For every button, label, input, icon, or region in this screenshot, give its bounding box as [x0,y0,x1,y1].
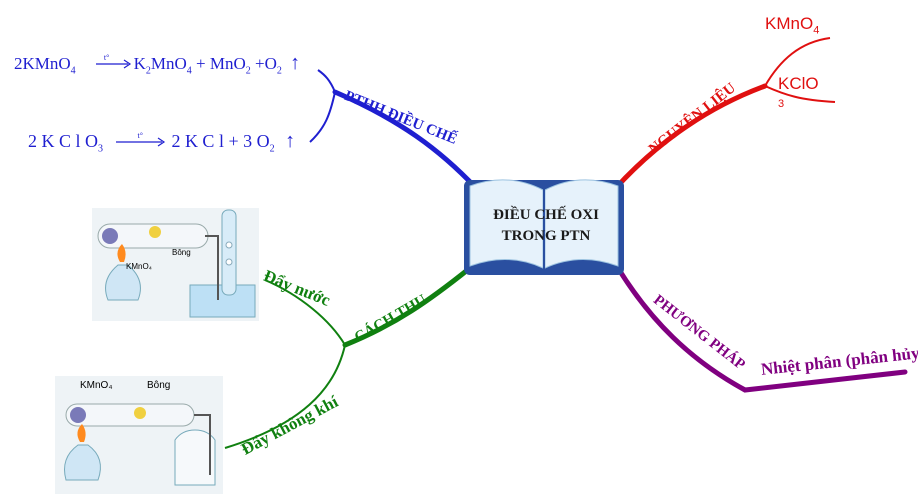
eq1-p3: +O [250,54,277,73]
water-displacement-apparatus-icon [92,208,259,321]
pthh-branch-line [332,89,479,191]
center-title: ĐIỀU CHẾ OXI TRONG PTN [468,205,624,247]
eq1-arrow [96,59,132,69]
material-kclo3: KClO [778,74,819,94]
eq1-p2: + MnO [191,54,246,73]
phuong-phap-branch-line [615,265,908,393]
eq2-lhs-sub: 3 [98,143,104,155]
material-kmno4-base: KMnO [765,14,814,33]
eq2-condition: t° [137,131,143,140]
pthh-fork-line [309,69,336,143]
eq2-rhs: 2 K C l + 3 O [171,131,270,151]
photo1-bong-label: Bông [172,248,191,257]
eq1-p1b-sub: 4 [186,65,192,77]
eq2-lhs: 2 K C l O [28,131,99,151]
material-kclo3-base: KClO [778,74,819,93]
center-title-line2: TRONG PTN [501,228,591,244]
eq1-lhs-sub: 4 [70,65,76,77]
eq1-lhs: 2KMnO [14,54,71,73]
center-title-line1: ĐIỀU CHẾ OXI [493,207,599,223]
photo1-kmno4-label: KMnO₄ [126,262,152,271]
cach-thu-fork-line [224,279,346,449]
eq1-p3-sub: 2 [276,65,282,77]
eq2-arrow [116,137,166,147]
material-kmno4: KMnO4 [765,14,819,36]
eq1-p2-sub: 2 [245,65,251,77]
equation-kmno4: 2KMnO4 t° K2MnO4 + MnO2 +O2 ↑ [14,52,300,76]
eq1-p1: K [133,54,146,73]
book-icon [464,179,624,275]
eq1-p1b: MnO [150,54,187,73]
eq2-rhs-sub: 2 [269,143,275,155]
material-kmno4-sub: 4 [813,24,820,37]
eq1-p1-sub: 2 [145,65,151,77]
nguyen-lieu-branch-line [611,83,768,193]
eq1-condition: t° [103,53,110,62]
eq1-gas-arrow: ↑ [290,52,301,74]
equation-kclo3: 2 K C l O3 t° 2 K C l + 3 O2 ↑ [28,130,295,155]
cach-thu-branch-line [342,265,473,348]
photo2-bong-label: Bông [147,380,171,391]
photo2-kmno4-label: KMnO₄ [80,380,113,391]
nguyen-lieu-fork-line [764,37,836,103]
material-kclo3-sub: 3 [778,98,785,110]
air-displacement-apparatus-icon [55,376,223,494]
eq2-gas-arrow: ↑ [285,130,296,152]
